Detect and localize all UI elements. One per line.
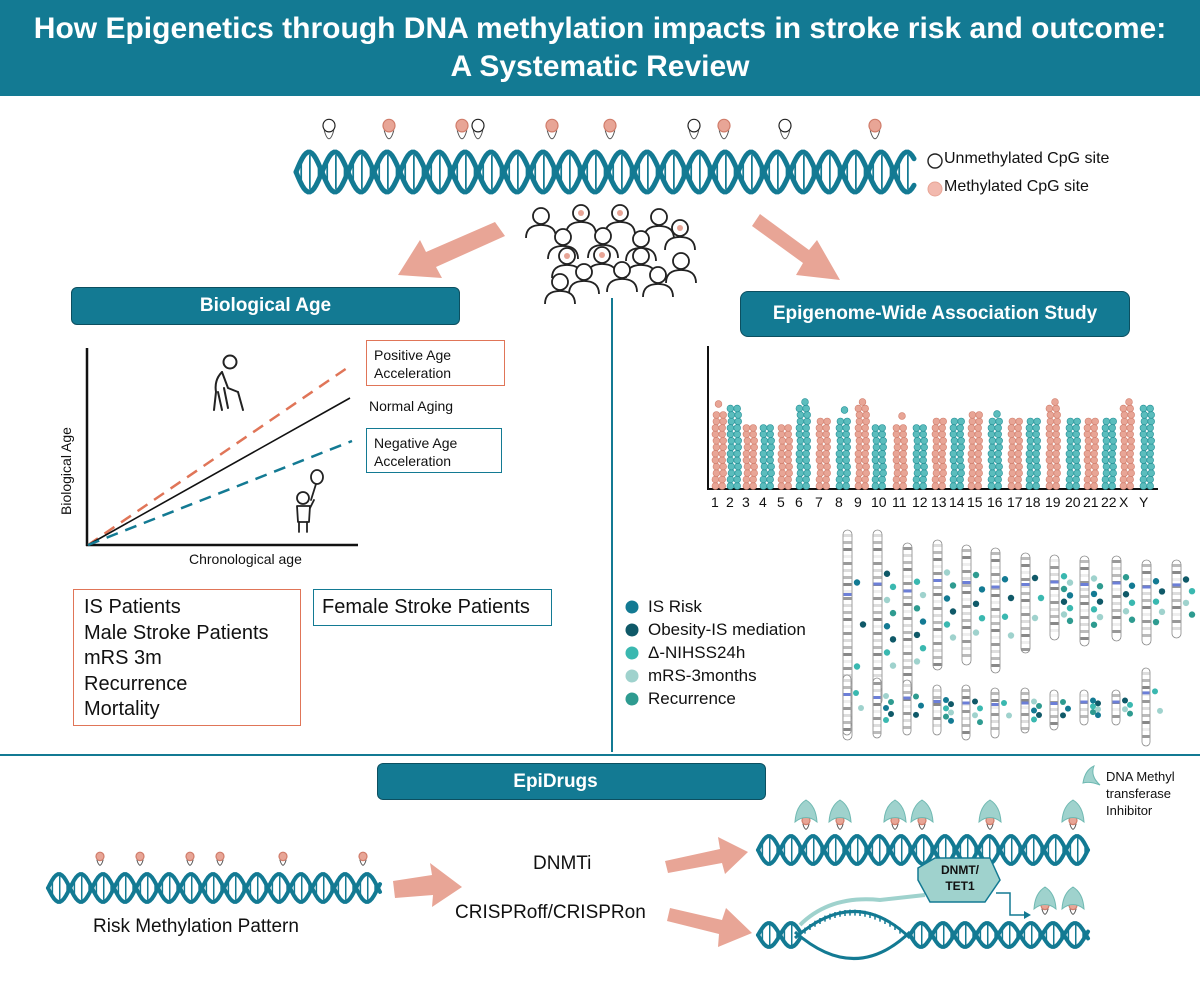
group-mortality: Mortality bbox=[84, 698, 160, 720]
child-balloon-icon bbox=[296, 469, 324, 533]
legend-dot-obesity bbox=[625, 623, 639, 637]
cpg-sites-risk-pattern bbox=[95, 851, 368, 866]
legend-dot-nihss bbox=[625, 646, 639, 660]
chromosome-label: 8 bbox=[835, 494, 843, 510]
legend-mrs: mRS-3months bbox=[648, 666, 757, 685]
arrow-demethylation bbox=[996, 892, 1024, 916]
chromosome-label: 19 bbox=[1045, 494, 1061, 510]
arrow-crispr bbox=[667, 908, 752, 947]
legend-dot-mrs bbox=[625, 669, 639, 683]
negative-label-1: Negative Age bbox=[374, 435, 458, 451]
page-title: How Epigenetics through DNA methylation … bbox=[33, 12, 1167, 83]
chromosome-label: 20 bbox=[1065, 494, 1081, 510]
positive-acceleration-box: Positive Age Acceleration bbox=[366, 340, 505, 386]
legend-recurrence: Recurrence bbox=[648, 689, 736, 708]
population-icon bbox=[525, 204, 697, 305]
positive-label-2: Acceleration bbox=[374, 365, 452, 381]
chromosome-label: 2 bbox=[726, 494, 734, 510]
biological-age-chart bbox=[85, 348, 358, 547]
chromosome-label: 17 bbox=[1007, 494, 1023, 510]
negative-label-2: Acceleration bbox=[374, 453, 452, 469]
dna-helix-top bbox=[293, 149, 917, 195]
legend-obesity: Obesity-IS mediation bbox=[648, 620, 806, 639]
chromosome-label: 15 bbox=[967, 494, 983, 510]
dna-helix-risk-pattern bbox=[46, 872, 382, 904]
y-axis-label: Biological Age bbox=[58, 427, 74, 515]
chromosome-label: 13 bbox=[931, 494, 947, 510]
negative-acceleration-box: Negative Age Acceleration bbox=[366, 428, 502, 473]
ewas-heading: Epigenome-Wide Association Study bbox=[740, 291, 1130, 337]
female-group-box: Female Stroke Patients bbox=[313, 589, 552, 626]
risk-pattern-label: Risk Methylation Pattern bbox=[93, 916, 299, 937]
chromosome-label: 18 bbox=[1025, 494, 1041, 510]
group-recurrence: Recurrence bbox=[84, 672, 188, 695]
biological-age-heading: Biological Age bbox=[71, 287, 460, 325]
legend-unmethylated-circle bbox=[927, 153, 943, 169]
arrow-to-treatments bbox=[393, 863, 462, 907]
positive-label-1: Positive Age bbox=[374, 347, 452, 363]
arrow-left-down bbox=[398, 222, 505, 278]
karyogram bbox=[842, 529, 1196, 747]
chromosome-label: 6 bbox=[795, 494, 803, 510]
arrow-right-down bbox=[752, 214, 840, 280]
group-male: Male Stroke Patients bbox=[84, 621, 269, 644]
legend-unmethylated-label: Unmethylated CpG site bbox=[944, 150, 1110, 167]
inhibitor-sites bbox=[794, 799, 1085, 830]
chromosome-label: Y bbox=[1139, 494, 1149, 510]
chromosome-label: 1 bbox=[711, 494, 719, 510]
chromosome-label: 5 bbox=[777, 494, 785, 510]
group-mrs: mRS 3m bbox=[84, 647, 162, 669]
chromosome-label: 7 bbox=[815, 494, 823, 510]
normal-aging-label: Normal Aging bbox=[369, 398, 454, 414]
crispr-open-bubble bbox=[794, 893, 926, 960]
legend-is-risk: IS Risk bbox=[648, 597, 702, 616]
x-axis-label: Chronological age bbox=[189, 551, 302, 567]
cpg-sites-top bbox=[322, 118, 882, 140]
title-banner: How Epigenetics through DNA methylation … bbox=[0, 0, 1200, 96]
dna-helix-dnmti bbox=[756, 834, 1090, 866]
negative-line bbox=[87, 439, 353, 547]
chromosome-label: 22 bbox=[1101, 494, 1117, 510]
epidrugs-label: EpiDrugs bbox=[513, 770, 598, 792]
legend-dot-is-risk bbox=[625, 600, 639, 614]
arrow-dnmti bbox=[665, 837, 748, 874]
chromosome-label: 12 bbox=[912, 494, 928, 510]
inhibitor-legend-icon bbox=[1082, 765, 1101, 786]
group-female: Female Stroke Patients bbox=[322, 596, 530, 618]
positive-line bbox=[87, 364, 351, 547]
dnmt-tet-label: DNMT/ TET1 bbox=[941, 863, 979, 893]
chromosome-label: 10 bbox=[871, 494, 887, 510]
legend-nihss: Δ-NIHSS24h bbox=[648, 643, 746, 662]
elderly-person-icon bbox=[213, 354, 244, 411]
group-is-patients: IS Patients bbox=[84, 596, 181, 618]
chromosome-label: X bbox=[1119, 494, 1129, 510]
epidrugs-heading: EpiDrugs bbox=[377, 763, 766, 800]
chromosome-label: 11 bbox=[892, 494, 907, 510]
chromosome-label: 14 bbox=[949, 494, 965, 510]
crispr-label: CRISPRoff/CRISPRon bbox=[455, 902, 646, 923]
chromosome-label: 16 bbox=[987, 494, 1003, 510]
dnmt-tet-hexagon bbox=[917, 857, 1001, 903]
chromosome-label: 4 bbox=[759, 494, 767, 510]
legend-methylated-label: Methylated CpG site bbox=[944, 178, 1089, 195]
chromosome-label: 9 bbox=[854, 494, 862, 510]
normal-line bbox=[87, 397, 351, 546]
chromosome-label: 21 bbox=[1083, 494, 1099, 510]
dnmti-label: DNMTi bbox=[533, 853, 592, 874]
legend-dot-recurrence bbox=[625, 692, 639, 706]
legend-methylated-circle bbox=[927, 181, 943, 197]
inhibitor-legend-label: DNA Methyl transferase Inhibitor bbox=[1106, 769, 1175, 818]
dna-helix-crispr bbox=[756, 921, 1090, 949]
manhattan-plot bbox=[707, 346, 1158, 490]
accelerated-groups-box: IS Patients Male Stroke Patients mRS 3m … bbox=[73, 589, 301, 726]
chromosome-label: 3 bbox=[742, 494, 750, 510]
